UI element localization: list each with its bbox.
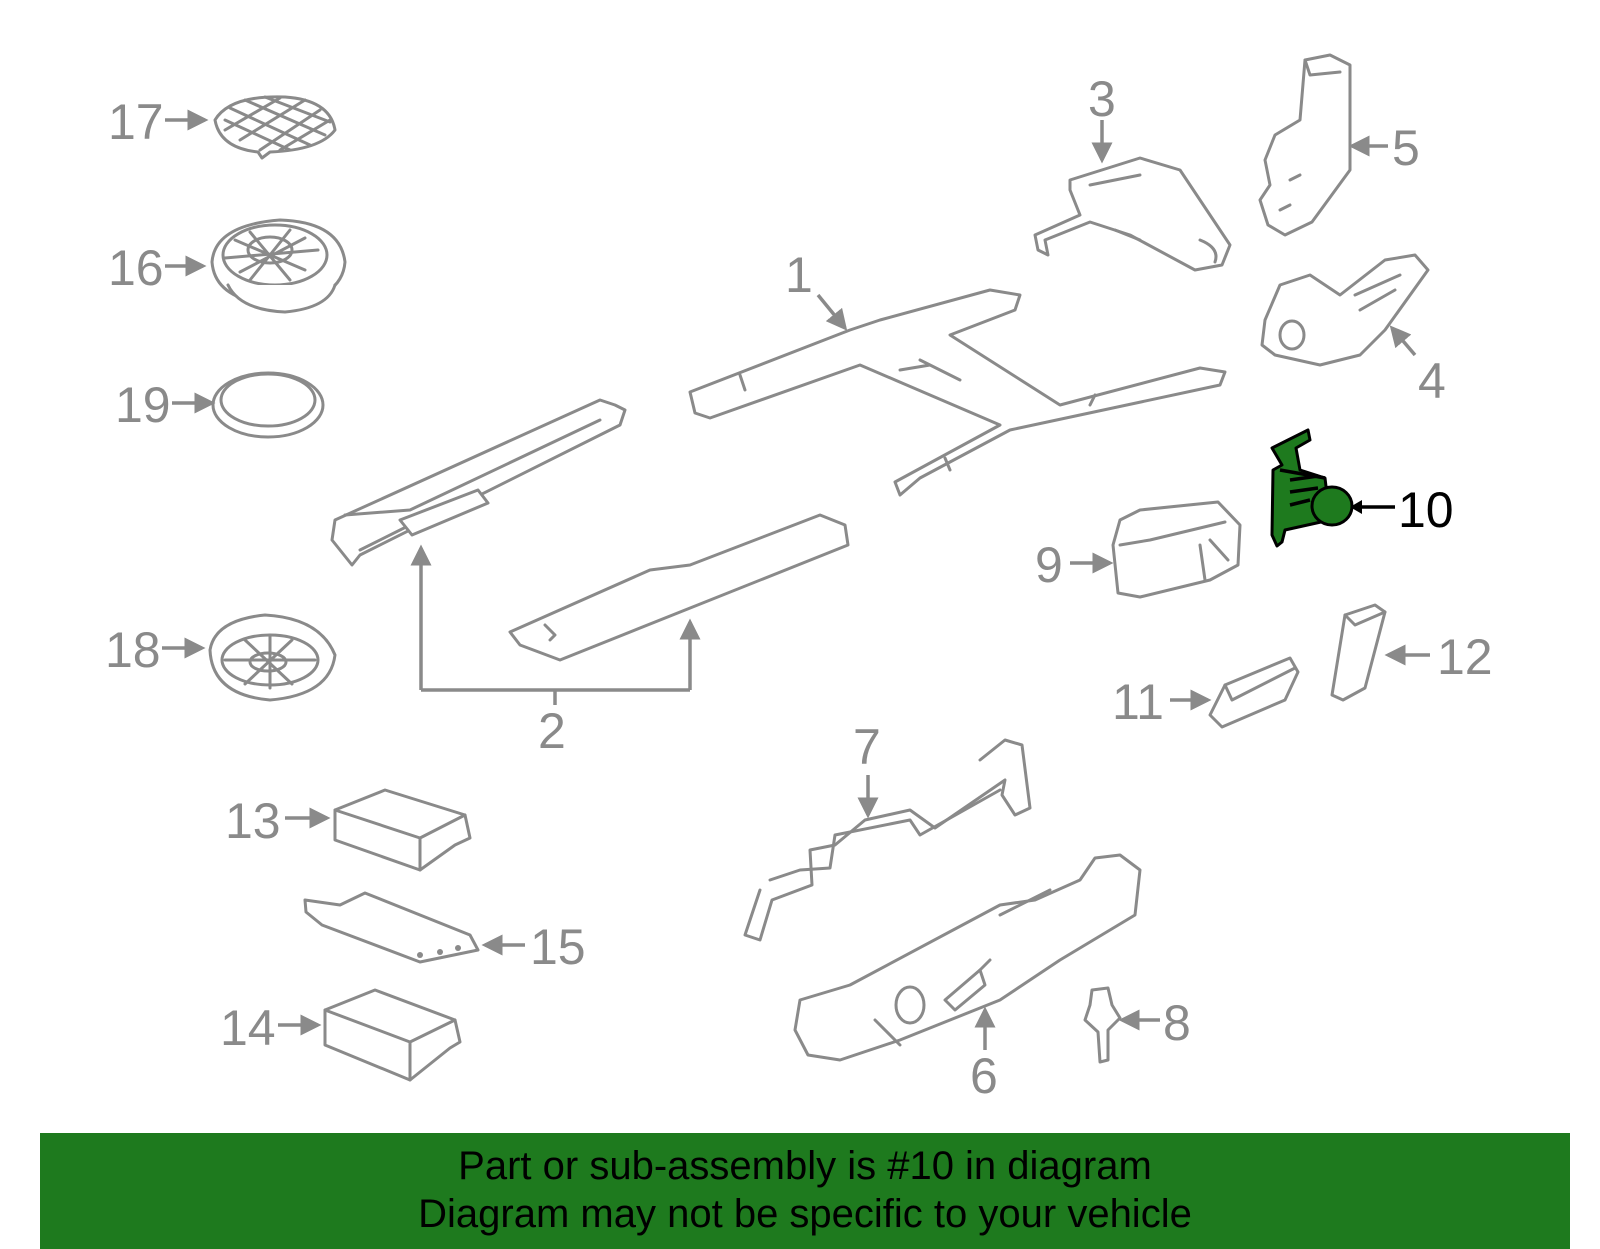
banner-line-1: Part or sub-assembly is #10 in diagram [458, 1144, 1152, 1188]
callout-10: 10 [1398, 482, 1454, 538]
part-14-module[interactable] [323, 988, 462, 1082]
part-13-module[interactable] [333, 788, 472, 872]
part-16-speaker[interactable] [210, 218, 347, 314]
part-18-speaker-housing[interactable] [208, 613, 337, 702]
part-4-recliner-motor[interactable] [1260, 253, 1430, 367]
part-3-seat-motor[interactable] [1033, 156, 1232, 272]
part-15-plate[interactable] [303, 891, 480, 964]
callout-14: 14 [220, 1000, 276, 1056]
part-2-seat-tracks[interactable] [330, 398, 850, 662]
part-12-knob[interactable] [1330, 603, 1387, 702]
callout-17: 17 [108, 94, 164, 150]
callout-4: 4 [1418, 353, 1446, 409]
part-19-ring[interactable] [211, 371, 325, 439]
callout-2: 2 [538, 703, 566, 759]
part-5-bracket[interactable] [1258, 53, 1352, 237]
callout-1: 1 [785, 247, 813, 303]
part-6-seat-shield[interactable] [793, 853, 1142, 1062]
callout-15: 15 [530, 919, 586, 975]
callout-7: 7 [853, 719, 881, 775]
part-1-seat-frame[interactable] [688, 288, 1227, 497]
callout-19: 19 [115, 377, 171, 433]
part-8-clip[interactable] [1083, 986, 1122, 1064]
callout-3: 3 [1088, 71, 1116, 127]
callout-18: 18 [105, 622, 161, 678]
part-10-highlighted[interactable] [1270, 428, 1354, 548]
callout-5: 5 [1392, 120, 1420, 176]
callout-9: 9 [1035, 537, 1063, 593]
callout-6: 6 [970, 1048, 998, 1104]
part-17-speaker-grille[interactable] [213, 95, 337, 160]
callout-11: 11 [1112, 674, 1164, 730]
banner-line-2: Diagram may not be specific to your vehi… [418, 1192, 1192, 1236]
callout-16: 16 [108, 240, 164, 296]
part-7-cable-rod[interactable] [743, 738, 1032, 942]
info-banner: Part or sub-assembly is #10 in diagram D… [40, 1133, 1570, 1249]
part-9-switch-housing[interactable] [1111, 500, 1242, 599]
callout-12: 12 [1437, 629, 1493, 685]
callout-13: 13 [225, 793, 281, 849]
callout-8: 8 [1163, 995, 1191, 1051]
part-11-button[interactable] [1208, 656, 1300, 729]
